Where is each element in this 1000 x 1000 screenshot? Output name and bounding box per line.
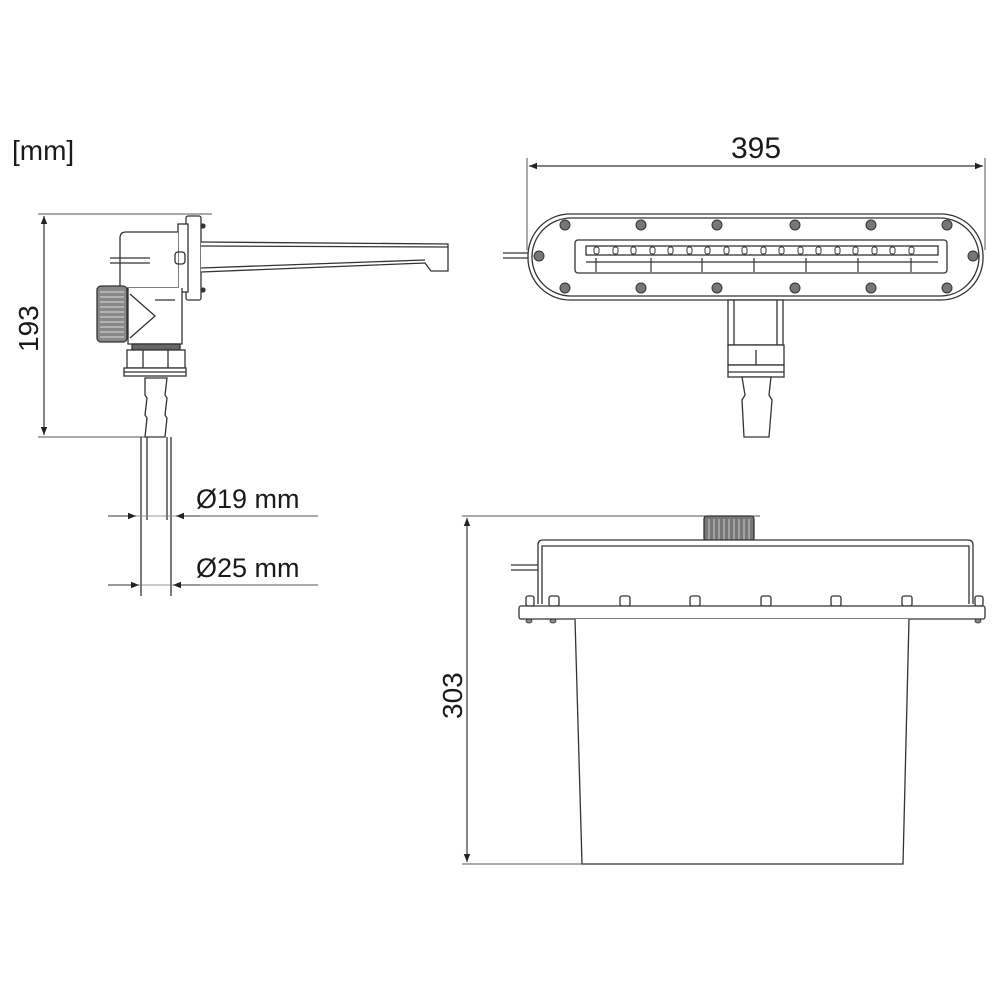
dim-193-label: 193 — [13, 305, 44, 352]
dim-19-label: Ø19 mm — [196, 484, 300, 514]
dim-303-label: 303 — [437, 672, 468, 719]
side-view — [38, 213, 449, 596]
housing-view — [462, 515, 986, 865]
units-label: [mm] — [12, 135, 74, 166]
dim-395-label: 395 — [731, 132, 781, 165]
front-view — [503, 158, 986, 438]
dim-25-label: Ø25 mm — [196, 553, 300, 583]
